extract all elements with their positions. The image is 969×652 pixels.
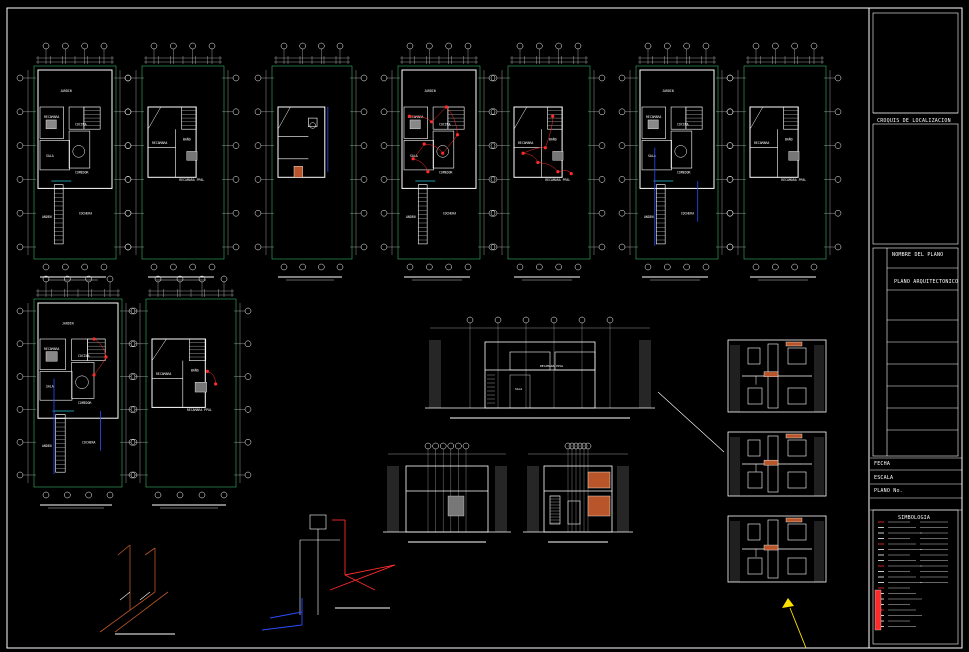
- floor-plan: JARDIN RECAMARA SALA COMEDOR COCINA COCHERA AN…: [380, 42, 496, 281]
- room-label: RECAMARA: [408, 115, 423, 119]
- room-label: COCHERA: [79, 211, 93, 215]
- room-label: RECAMARA: [44, 347, 59, 351]
- floor-plan: RECAMARA RECAMARA PPAL BAÑO: [124, 42, 240, 281]
- room-label: SALA: [46, 154, 54, 158]
- room-label: COMEDOR: [75, 171, 89, 175]
- room-label: JARDIN: [662, 89, 674, 93]
- floor-plan: JARDIN RECAMARA SALA COMEDOR COCINA COCHERA AN…: [16, 275, 138, 509]
- room-label: RECAMARA PPAL: [187, 408, 212, 412]
- room-label: RECAMARA PPAL: [545, 178, 570, 182]
- room-label: SALA: [46, 385, 54, 389]
- room-label: COCHERA: [681, 211, 695, 215]
- room-label: JARDIN: [60, 89, 72, 93]
- room-label: JARDIN: [424, 89, 436, 93]
- room-label: RECAMARA: [156, 372, 171, 376]
- room-label: SALA: [515, 387, 522, 391]
- room-label: JARDIN: [62, 322, 74, 326]
- sheet-number-label: PLANO No.: [874, 488, 903, 494]
- room-label: RECAMARA: [646, 115, 661, 119]
- date-label: FECHA: [874, 461, 891, 467]
- room-label: RECAMARA: [754, 141, 769, 145]
- room-label: ANDEN: [406, 215, 416, 219]
- leader-line: [657, 391, 725, 453]
- room-label: SALA: [648, 154, 656, 158]
- room-label: RECAMARA: [152, 141, 167, 145]
- sheet-border: [6, 7, 963, 649]
- north-arrow-icon: [782, 598, 807, 649]
- floor-plan: JARDIN RECAMARA SALA COMEDOR COCINA COCHERA AN…: [16, 42, 132, 281]
- room-label: BAÑO: [191, 367, 199, 372]
- facade-elevation: [727, 431, 827, 497]
- room-label: RECAMARA: [44, 115, 59, 119]
- room-label: BAÑO: [785, 136, 793, 141]
- room-label: COMEDOR: [677, 171, 691, 175]
- plumbing-isometric-1: [99, 544, 175, 635]
- room-label: SALA: [410, 154, 418, 158]
- room-label: COCINA: [439, 123, 451, 127]
- room-label: RECAMARA PPAL: [781, 178, 806, 182]
- scale-label: ESCALA: [874, 475, 894, 481]
- room-label: COCINA: [75, 123, 87, 127]
- legend-title: SIMBOLOGIA: [898, 515, 931, 521]
- floor-plan: [254, 42, 368, 281]
- room-label: BAÑO: [549, 136, 557, 141]
- room-label: COMEDOR: [78, 401, 92, 405]
- building-section: RECAMARA PPAL SALA: [425, 316, 655, 419]
- location-sketch-label: CROQUIS DE LOCALIZACION: [877, 118, 951, 124]
- floor-plan: RECAMARA RECAMARA PPAL BAÑO: [128, 275, 252, 509]
- facade-elevation: [727, 339, 827, 413]
- room-label: COCHERA: [443, 211, 457, 215]
- room-label: ANDEN: [42, 215, 52, 219]
- floor-plan: RECAMARA RECAMARA PPAL BAÑO: [726, 42, 842, 281]
- room-label: BAÑO: [183, 136, 191, 141]
- facade-elevation: [727, 515, 827, 583]
- building-section: [383, 442, 511, 543]
- plan-type: PLANO ARQUITECTONICO: [894, 279, 959, 285]
- building-section: [523, 442, 633, 543]
- plan-name-label: NOMBRE DEL PLANO: [892, 252, 944, 258]
- room-label: RECAMARA PPAL: [540, 364, 564, 368]
- room-label: RECAMARA: [518, 141, 533, 145]
- room-label: ANDEN: [42, 444, 52, 448]
- room-label: RECAMARA PPAL: [179, 178, 204, 182]
- room-label: COCINA: [78, 354, 90, 358]
- room-label: COCHERA: [82, 440, 96, 444]
- room-label: COMEDOR: [439, 171, 453, 175]
- title-block: [870, 12, 962, 645]
- floor-plan: RECAMARA RECAMARA PPAL BAÑO: [490, 42, 606, 281]
- room-label: ANDEN: [644, 215, 654, 219]
- plumbing-isometric-2: [261, 514, 396, 631]
- room-label: COCINA: [677, 123, 689, 127]
